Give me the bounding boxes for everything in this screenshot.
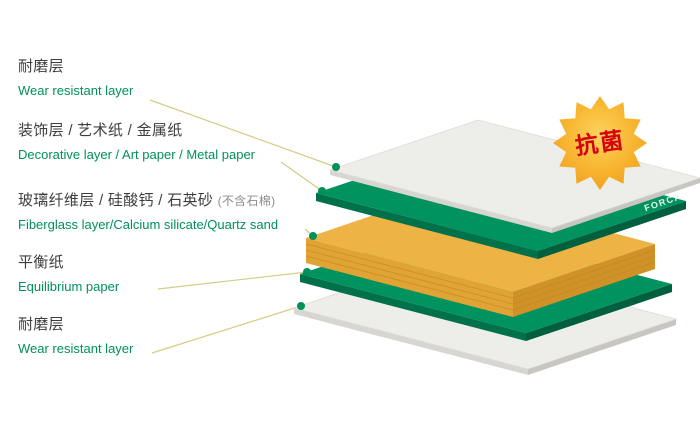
label-fiberglass-zh: 玻璃纤维层 / 硅酸钙 / 石英砂 (不含石棉) [18, 192, 278, 210]
layer-wear-top [328, 119, 700, 233]
label-equilibrium: 平衡纸 Equilibrium paper [18, 254, 119, 294]
dot-wear-bottom [297, 302, 305, 310]
label-equilibrium-en: Equilibrium paper [18, 279, 120, 294]
antibacterial-badge: 抗菌 [553, 96, 647, 190]
laminate-line [512, 261, 656, 311]
layer-wear-bottom-side-left [294, 308, 528, 375]
label-wear-bottom-zh: 耐磨层 [18, 316, 64, 333]
dot-decorative [318, 187, 326, 195]
dot-wear-top [332, 163, 340, 171]
laminate-line [512, 255, 656, 305]
layer-wear-top-side-left [330, 170, 552, 233]
starburst-icon [553, 96, 647, 190]
label-fiberglass-zh-main: 玻璃纤维层 / 硅酸钙 / 石英砂 [18, 192, 214, 209]
label-wear-bottom-en: Wear resistant layer [18, 341, 134, 356]
label-wear-top: 耐磨层 Wear resistant layer [18, 58, 133, 98]
layer-wear-bottom-side-right [528, 319, 676, 375]
leader-line-decorative [280, 161, 323, 192]
label-fiberglass-en: Fiberglass layer/Calcium silicate/Quartz… [18, 217, 279, 232]
layer-equilibrium-side-right [526, 284, 672, 341]
laminate-line [512, 249, 656, 299]
leader-lines [149, 99, 337, 354]
laminate-line [305, 249, 514, 305]
label-fiberglass: 玻璃纤维层 / 硅酸钙 / 石英砂 (不含石棉) Fiberglass laye… [18, 192, 278, 232]
label-decorative-en: Decorative layer / Art paper / Metal pap… [18, 147, 256, 162]
layer-decorative-side-right [538, 201, 686, 259]
laminate-line [305, 255, 514, 311]
label-decorative-zh: 装饰层 / 艺术纸 / 金属纸 [18, 122, 183, 139]
layer-decorative-side-left [316, 193, 538, 259]
laminate-line [305, 243, 514, 299]
leader-line-equilibrium [157, 271, 308, 290]
dot-fiberglass [309, 232, 317, 240]
leader-dots [297, 163, 340, 310]
leader-line-wear-top [149, 99, 337, 168]
leader-line-wear-bottom [151, 305, 302, 354]
label-wear-top-en: Wear resistant layer [18, 83, 134, 98]
label-wear-top-zh: 耐磨层 [18, 58, 64, 75]
label-decorative: 装饰层 / 艺术纸 / 金属纸 Decorative layer / Art p… [18, 122, 255, 162]
label-equilibrium-zh: 平衡纸 [18, 254, 64, 271]
layer-wear-top-side-right [552, 178, 700, 233]
label-wear-bottom: 耐磨层 Wear resistant layer [18, 316, 133, 356]
label-fiberglass-zh-note: (不含石棉) [217, 194, 276, 208]
layer-equilibrium-side-left [300, 274, 526, 341]
layer-fiberglass-laminate-lines [305, 243, 656, 311]
dot-equilibrium [303, 268, 311, 276]
